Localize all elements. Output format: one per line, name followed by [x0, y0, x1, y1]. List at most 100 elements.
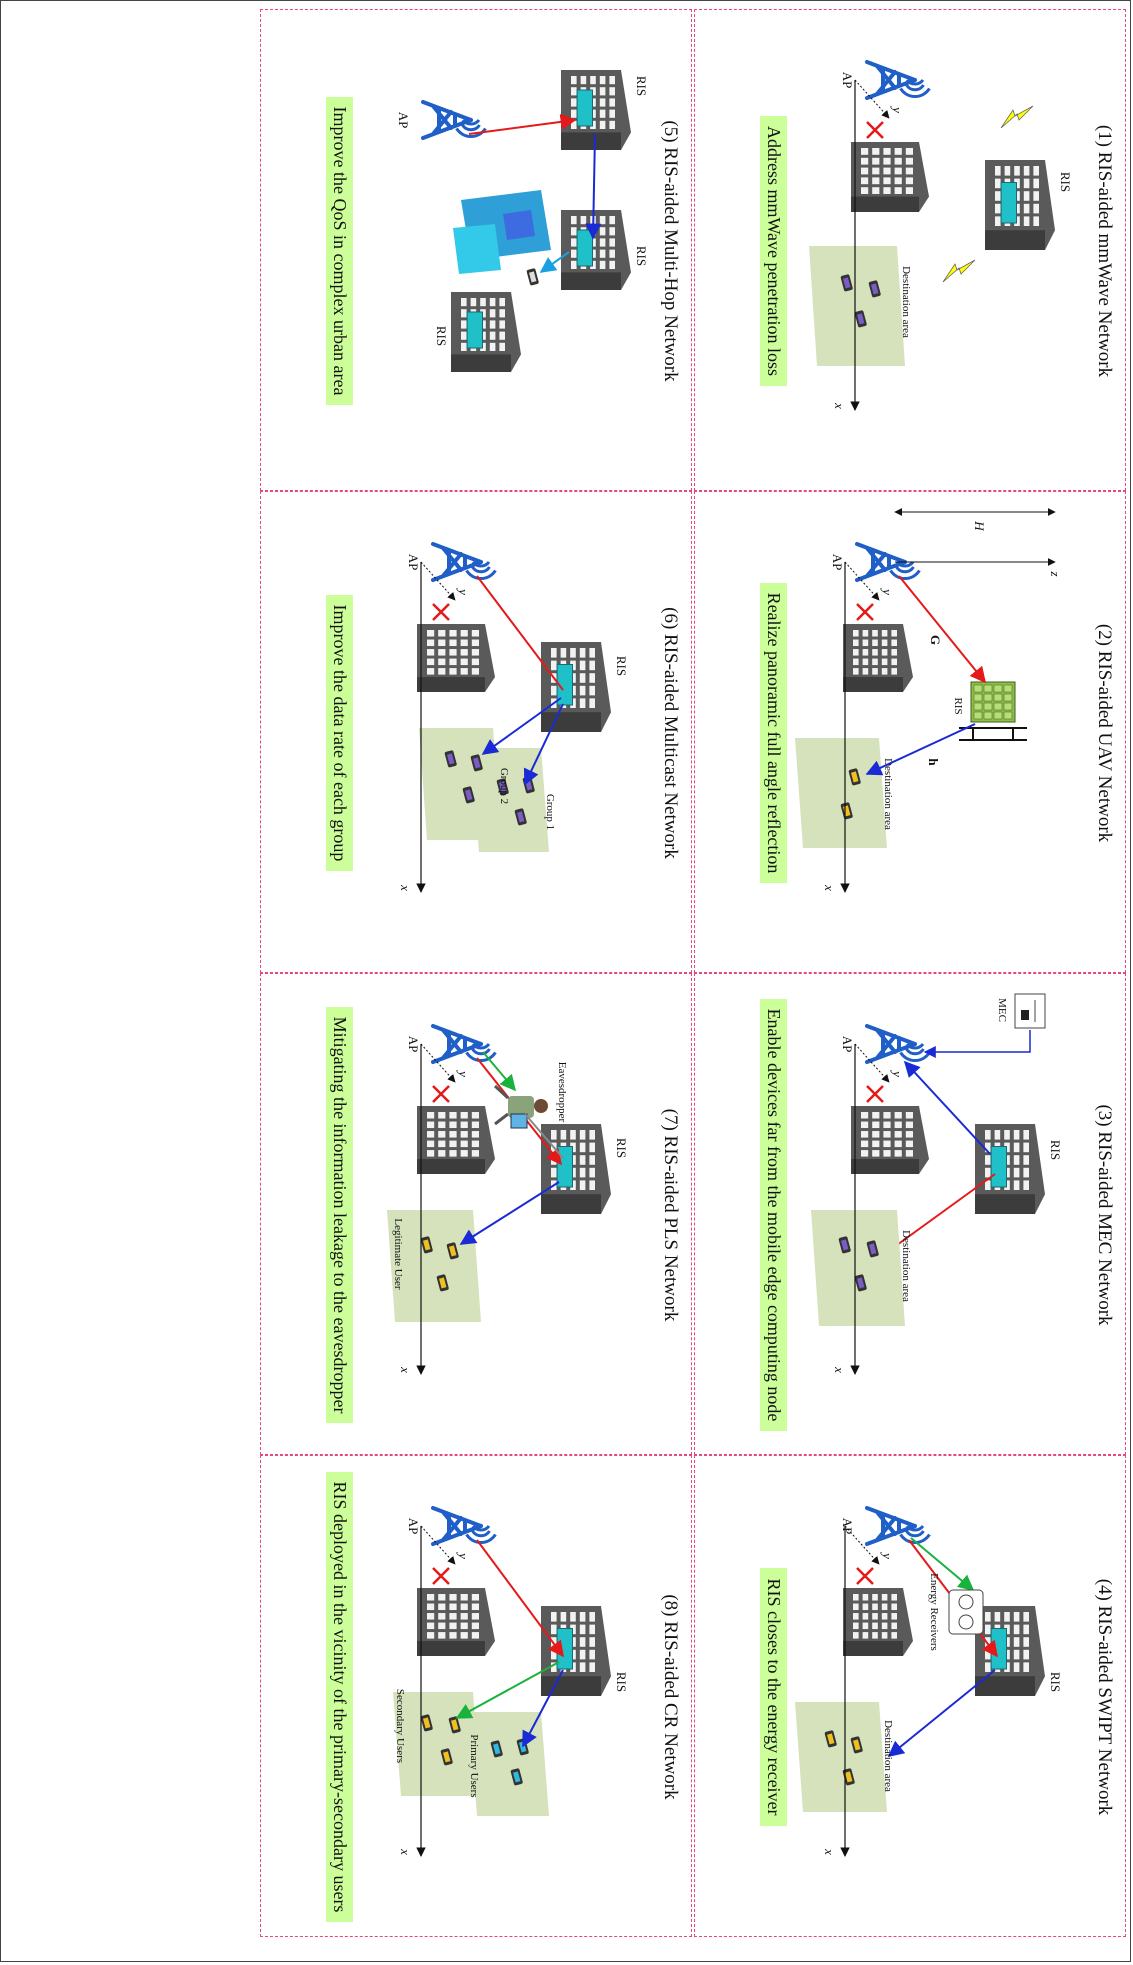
mobile-phone-icon — [866, 1240, 879, 1258]
ap-label: AP — [830, 554, 845, 571]
mobile-phone-icon — [510, 1768, 523, 1786]
y-axis-label: y — [890, 1069, 905, 1077]
panel-title: (4) RIS-aided SWIPT Network — [1094, 1578, 1115, 1816]
ap-label: AP — [406, 554, 421, 571]
panel-caption: RIS deployed in the vicinity of the prim… — [326, 1471, 353, 1923]
building-icon — [843, 624, 913, 692]
lightning-icon — [1000, 105, 1034, 129]
mobile-phone-icon — [824, 1730, 837, 1748]
antenna-tower-icon — [431, 1506, 497, 1546]
panel-caption-box: Improve the data rate of each group — [326, 492, 353, 974]
building-icon — [417, 624, 495, 692]
ris-label: RIS — [614, 656, 629, 676]
link-ris-dest — [887, 1669, 996, 1758]
blocked-cross-icon — [432, 1567, 450, 1585]
link-group-1 — [523, 703, 564, 786]
mec-server-icon — [1014, 993, 1046, 1029]
ap-label: AP — [406, 1518, 421, 1535]
link-G — [898, 575, 987, 684]
destination-label: Destination area — [900, 1230, 912, 1302]
destination-area — [795, 1702, 887, 1812]
group-1-area — [471, 748, 549, 852]
panel-title: (3) RIS-aided MEC Network — [1094, 1104, 1115, 1326]
mobile-phone-icon — [420, 1236, 433, 1254]
mobile-phone-icon — [490, 1740, 503, 1758]
panel-3: RIS AP MEC Destination area x y (3) RIS-aided … — [694, 973, 1126, 1455]
mec-connection — [923, 1030, 1031, 1058]
ris-building-1 — [561, 70, 631, 151]
mobile-phone-icon — [436, 1274, 449, 1292]
panel-caption: Address mmWave penetration loss — [760, 116, 787, 386]
y-axis-label: y — [456, 1551, 471, 1559]
secondary-users-label: Secondary Users — [394, 1689, 406, 1763]
G-label: G — [928, 635, 943, 645]
link-ap-ris — [476, 1539, 564, 1658]
ap-label: AP — [840, 1036, 855, 1053]
link-ap-eve — [482, 1051, 517, 1092]
height-label: H — [972, 520, 987, 531]
mobile-phone-icon — [514, 808, 527, 826]
building-icon — [417, 1588, 495, 1656]
eavesdropper-icon — [493, 1084, 548, 1129]
ris-label-3: RIS — [434, 326, 449, 346]
x-axis-label: x — [832, 1366, 847, 1373]
uav-ris-icon — [959, 681, 1027, 741]
x-axis-label: x — [398, 1848, 413, 1855]
y-axis-label: y — [456, 587, 471, 595]
link-group-2 — [481, 697, 562, 755]
destination-label: Destination area — [882, 1720, 894, 1792]
link-ap-ris — [476, 575, 564, 691]
mobile-phone-icon — [868, 280, 881, 298]
y-axis-label: y — [880, 1551, 895, 1559]
panel-caption: Improve the QoS in complex urban area — [326, 96, 353, 406]
ap-label: AP — [396, 112, 411, 129]
ap-label: AP — [406, 1036, 421, 1053]
mobile-phone-icon — [446, 1242, 459, 1260]
mobile-phone-icon — [462, 786, 475, 804]
lightning-icon — [942, 259, 976, 283]
energy-receiver-icon — [948, 1589, 984, 1635]
ris-label: RIS — [1048, 1140, 1063, 1160]
primary-users-label: Primary Users — [468, 1734, 480, 1797]
mobile-phone-icon — [526, 268, 539, 286]
ris-label-1: RIS — [634, 76, 649, 96]
blocked-cross-icon — [856, 1567, 874, 1585]
group-2-label: Group 2 — [498, 768, 510, 804]
panel-caption-box: Mitigating the information leakage to th… — [326, 974, 353, 1456]
mobile-phone-icon — [448, 1716, 461, 1734]
mobile-phone-icon — [854, 1274, 867, 1292]
ris-building-3 — [451, 292, 521, 372]
panel-title: (2) RIS-aided UAV Network — [1094, 623, 1115, 843]
antenna-tower-icon — [865, 60, 931, 100]
panel-caption: Improve the data rate of each group — [326, 594, 353, 872]
panel-caption-box: RIS deployed in the vicinity of the prim… — [326, 1456, 353, 1938]
ris-building — [541, 1124, 611, 1214]
mec-label: MEC — [996, 998, 1008, 1022]
ris-building — [541, 1606, 611, 1696]
link-ris-primary — [522, 1669, 564, 1748]
ris-label-2: RIS — [634, 246, 649, 266]
mobile-phone-icon — [854, 310, 867, 328]
ris-building — [985, 160, 1055, 250]
ris-label: RIS — [1048, 1672, 1063, 1692]
link-ris-secondary — [455, 1661, 560, 1719]
panel-caption: Realize panoramic full angle reflection — [760, 582, 787, 884]
antenna-tower-icon — [431, 542, 497, 582]
destination-label: Destination area — [900, 266, 912, 338]
y-axis — [844, 1525, 880, 1565]
panel-title: (6) RIS-aided Multicast Network — [660, 607, 681, 859]
building-icon — [843, 1588, 913, 1656]
ris-building — [541, 642, 611, 732]
panel-caption: Mitigating the information leakage to th… — [326, 1006, 353, 1424]
link-energy — [910, 1537, 975, 1592]
link-ap-ris — [468, 113, 577, 135]
y-axis-label: y — [890, 105, 905, 113]
